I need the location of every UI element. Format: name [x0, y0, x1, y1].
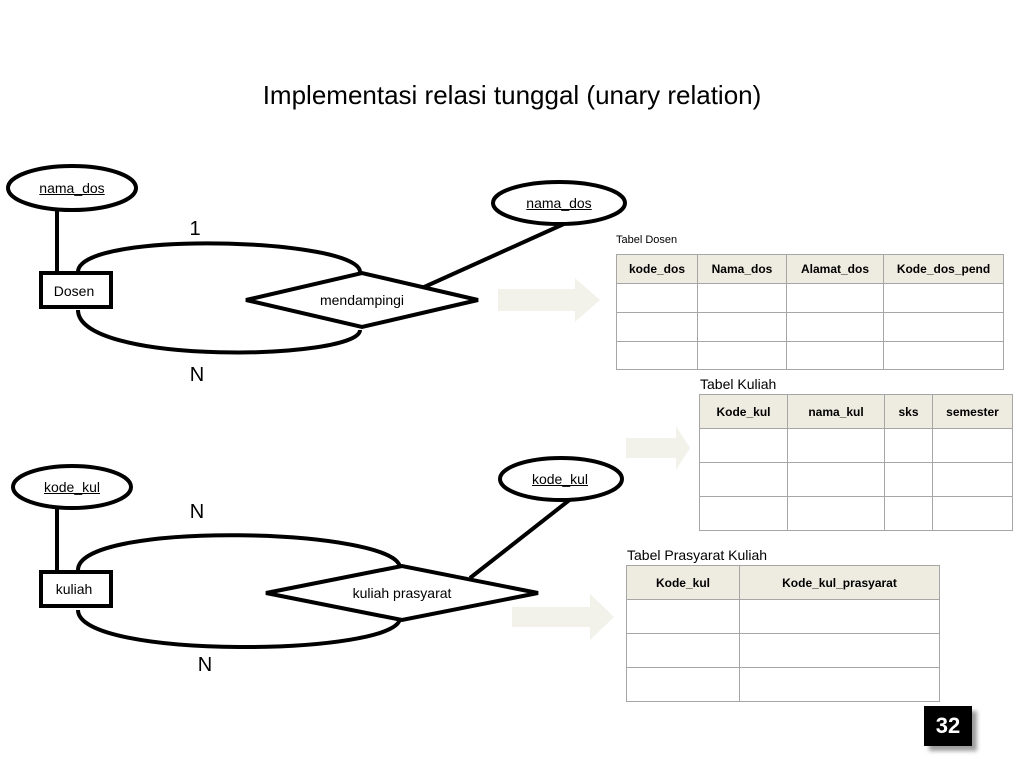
table-row — [616, 341, 1004, 370]
cardinality-top-label: 1 — [189, 218, 201, 240]
recursive-loop-top — [76, 533, 402, 571]
relationship-diamond-kuliah-prasyarat — [265, 563, 539, 623]
table-cell — [883, 283, 1004, 313]
table-row — [626, 599, 940, 634]
table-row — [699, 496, 1013, 531]
table-row — [626, 633, 940, 668]
table-cell — [787, 462, 885, 497]
table-row — [616, 283, 1004, 313]
table-prasyarat-kuliah: Kode_kul Kode_kul_prasyarat — [626, 565, 940, 702]
table-kuliah: Kode_kul nama_kul sks semester — [699, 394, 1013, 531]
table-dosen: kode_dos Nama_dos Alamat_dos Kode_dos_pe… — [616, 254, 1004, 370]
attribute-ellipse-relation-nama-dos — [491, 180, 627, 226]
slide-title: Implementasi relasi tunggal (unary relat… — [262, 80, 762, 110]
table-cell — [787, 428, 885, 463]
relationship-label-kuliah-prasyarat: kuliah prasyarat — [352, 585, 452, 601]
table-cell — [932, 428, 1013, 463]
table-row — [626, 667, 940, 702]
table-header-row: kode_dos Nama_dos Alamat_dos Kode_dos_pe… — [616, 254, 1004, 284]
recursive-loop-bottom — [76, 309, 362, 355]
table-cell — [786, 341, 884, 370]
cardinality-bottom-label: N — [197, 654, 213, 676]
recursive-loop-bottom — [76, 609, 402, 649]
entity-box-kuliah — [39, 570, 113, 608]
table-row — [699, 462, 1013, 497]
attribute-ellipse-kode-kul — [11, 464, 133, 510]
table-header-row: Kode_kul Kode_kul_prasyarat — [626, 565, 940, 600]
table-header-row: Kode_kul nama_kul sks semester — [699, 394, 1013, 429]
relation-attribute-link-line — [421, 221, 567, 290]
table-cell — [786, 312, 884, 342]
table-cell — [883, 341, 1004, 370]
table-cell — [932, 462, 1013, 497]
relation-attribute-link-line — [468, 496, 574, 580]
table-cell — [616, 312, 698, 342]
relation-attribute-label-nama-dos: nama_dos — [526, 195, 592, 211]
table-caption-prasyarat: Tabel Prasyarat Kuliah — [627, 547, 768, 563]
er-diagram-kuliah — [11, 426, 690, 649]
column-header: semester — [932, 394, 1013, 429]
page-number-badge: 32 — [924, 706, 972, 746]
entity-label-kuliah: kuliah — [55, 581, 93, 597]
table-cell — [626, 633, 740, 668]
table-cell — [697, 283, 787, 313]
table-cell — [739, 633, 940, 668]
column-header: Kode_kul_prasyarat — [739, 565, 940, 600]
arrow-to-tabel-prasyarat — [512, 594, 614, 640]
table-row — [616, 312, 1004, 342]
column-header: nama_kul — [787, 394, 885, 429]
table-cell — [699, 462, 788, 497]
table-cell — [699, 496, 788, 531]
column-header: sks — [884, 394, 933, 429]
table-cell — [883, 312, 1004, 342]
attribute-ellipse-nama-dos — [6, 164, 138, 212]
column-header: kode_dos — [616, 254, 698, 284]
attribute-ellipse-relation-kode-kul — [498, 456, 624, 502]
table-cell — [884, 462, 933, 497]
table-caption-kuliah: Tabel Kuliah — [700, 376, 777, 392]
entity-label-dosen: Dosen — [53, 283, 95, 299]
column-header: Nama_dos — [697, 254, 787, 284]
cardinality-top-label: N — [189, 501, 205, 523]
table-cell — [626, 667, 740, 702]
table-caption-dosen: Tabel Dosen — [616, 234, 678, 246]
cardinality-bottom-label: N — [189, 364, 205, 386]
relation-attribute-label-kode-kul: kode_kul — [531, 471, 589, 487]
table-cell — [739, 667, 940, 702]
column-header: Kode_kul — [626, 565, 740, 600]
column-header: Alamat_dos — [786, 254, 884, 284]
arrow-to-tabel-dosen — [498, 278, 600, 322]
table-cell — [884, 428, 933, 463]
table-cell — [932, 496, 1013, 531]
table-cell — [616, 283, 698, 313]
column-header: Kode_kul — [699, 394, 788, 429]
table-cell — [616, 341, 698, 370]
er-diagram-dosen — [6, 164, 627, 355]
relationship-diamond-mendampingi — [245, 270, 479, 330]
column-header: Kode_dos_pend — [883, 254, 1004, 284]
table-cell — [697, 341, 787, 370]
table-cell — [739, 599, 940, 634]
table-cell — [786, 283, 884, 313]
relationship-label-mendampingi: mendampingi — [319, 292, 405, 308]
table-cell — [697, 312, 787, 342]
attribute-label-nama-dos: nama_dos — [39, 180, 105, 196]
table-cell — [884, 496, 933, 531]
attribute-label-kode-kul: kode_kul — [43, 479, 101, 495]
table-cell — [787, 496, 885, 531]
table-cell — [626, 599, 740, 634]
table-row — [699, 428, 1013, 463]
table-cell — [699, 428, 788, 463]
entity-box-dosen — [39, 271, 113, 309]
recursive-loop-top — [76, 241, 362, 273]
arrow-to-tabel-kuliah — [626, 426, 690, 470]
